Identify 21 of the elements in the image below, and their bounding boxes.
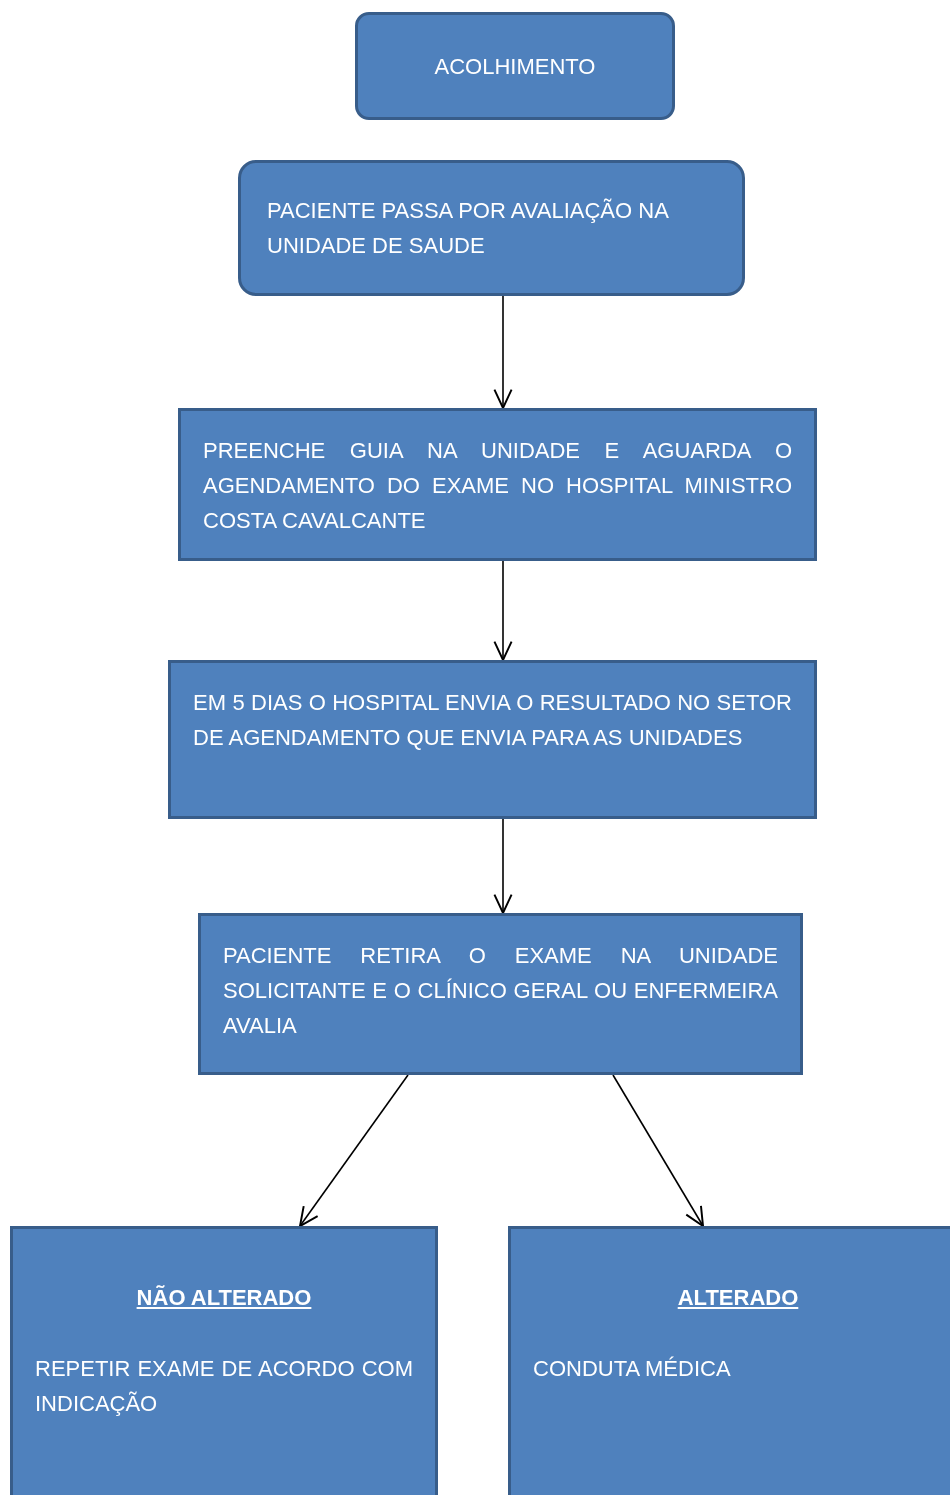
process-box [355, 12, 675, 120]
arrow [493, 560, 513, 661]
box-text: REPETIR EXAME DE ACORDO COM INDICAÇÃO [35, 1355, 413, 1418]
process-box [508, 1226, 950, 1495]
box-text: EM 5 DIAS O HOSPITAL ENVIA O RESULTADO NO SETOR DE AGENDAMENTO QUE ENVIA PARA AS UNIDADES [193, 689, 792, 752]
process-box [238, 160, 745, 296]
arrow [493, 295, 513, 409]
box-heading: ALTERADO [677, 1285, 799, 1311]
process-box [168, 660, 817, 819]
arrow [299, 1074, 409, 1227]
box-text: CONDUTA MÉDICA [533, 1355, 732, 1383]
box-heading: NÃO ALTERADO [136, 1285, 312, 1311]
process-box [198, 913, 803, 1075]
box-text: PREENCHE GUIA NA UNIDADE E AGUARDA O AGENDAMENTO DO EXAME NO HOSPITAL MINISTRO COSTA CAVALCANTE [203, 437, 792, 535]
box-text: PACIENTE RETIRA O EXAME NA UNIDADE SOLICITANTE E O CLÍNICO GERAL OU ENFERMEIRA AVALIA [223, 942, 778, 1040]
arrow [493, 818, 513, 914]
process-box [10, 1226, 438, 1495]
box-text: PACIENTE PASSA POR AVALIAÇÃO NA UNIDADE DE SAUDE [267, 197, 670, 260]
arrow [612, 1074, 704, 1227]
process-box [178, 408, 817, 561]
box-text: ACOLHIMENTO [433, 52, 597, 81]
